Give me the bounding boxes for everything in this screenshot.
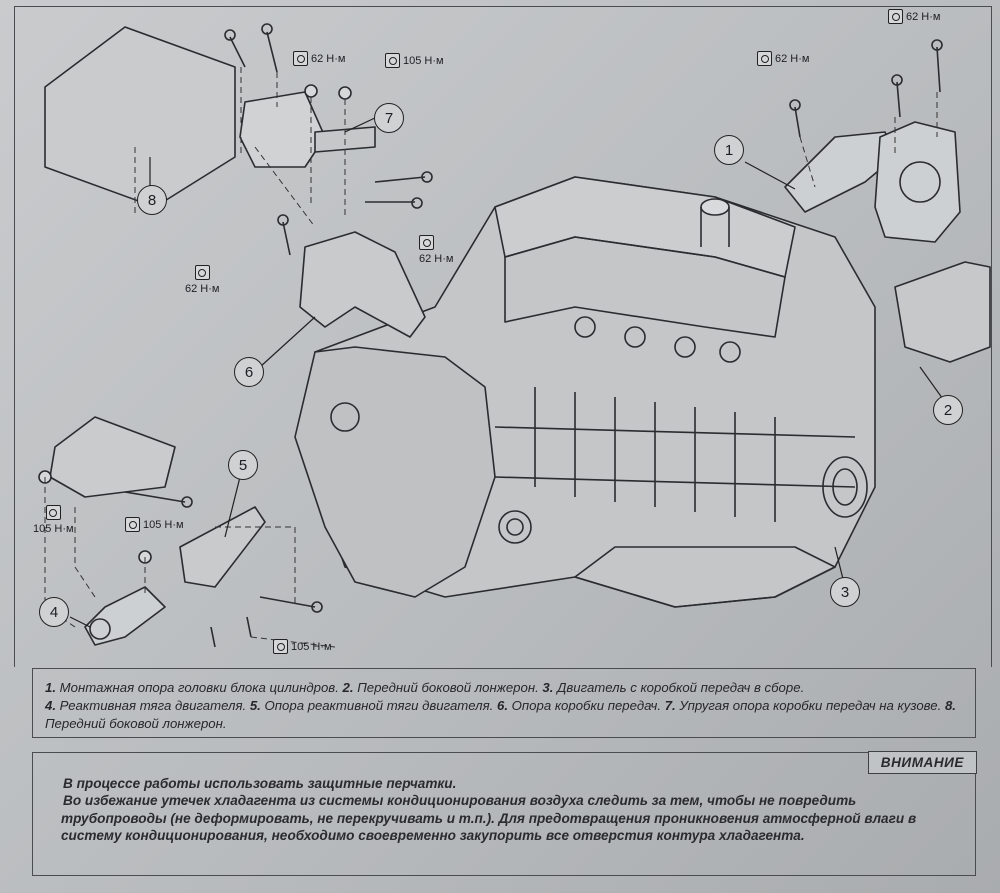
callout-7: 7	[374, 103, 404, 133]
torque-label: 62 Н·м	[888, 9, 940, 24]
torque-label: 105 Н·м	[33, 505, 74, 535]
warning-line: Во избежание утечек хладагента из систем…	[61, 793, 917, 844]
engine-drawing	[38, 23, 991, 648]
caption-text: Двигатель с коробкой передач в сборе.	[553, 680, 805, 695]
callout-1: 1	[714, 135, 744, 165]
caption-num: 8.	[944, 698, 956, 713]
caption-text: Передний боковой лонжерон.	[45, 716, 227, 731]
caption-text: Упругая опора коробки передач на кузове.	[675, 698, 945, 713]
caption-text: Передний боковой лонжерон.	[353, 680, 543, 695]
gearbox	[294, 346, 496, 598]
torque-wrench-icon	[888, 9, 903, 24]
callout-4: 4	[39, 597, 69, 627]
torque-label: 105 Н·м	[273, 639, 332, 654]
caption-num: 6.	[496, 698, 508, 713]
figure-caption: 1. Монтажная опора головки блока цилиндр…	[32, 668, 976, 738]
gearbox-rubber-mount	[239, 91, 326, 168]
caption-text: Опора реактивной тяги двигателя.	[260, 698, 497, 713]
caption-text: Реактивная тяга двигателя.	[56, 698, 250, 713]
torque-wrench-icon	[194, 265, 210, 280]
torque-wrench-icon	[419, 235, 434, 250]
torque-wrench-icon	[125, 517, 140, 532]
torque-wrench-icon	[273, 639, 288, 654]
torque-wrench-icon	[385, 53, 400, 68]
torque-label: 105 Н·м	[385, 53, 444, 68]
caption-num: 3.	[542, 680, 554, 695]
warning-line: В процессе работы использовать защитные …	[63, 776, 457, 791]
caption-text: Монтажная опора головки блока цилиндров.	[56, 680, 343, 695]
warning-title: ВНИМАНИЕ	[867, 751, 977, 775]
front-side-member-left	[44, 26, 236, 208]
callout-5: 5	[228, 450, 258, 480]
torque-wrench-icon	[45, 505, 61, 520]
callout-3: 3	[830, 577, 860, 607]
callout-6: 6	[234, 357, 264, 387]
right-rubber-mount	[874, 121, 961, 243]
caption-num: 5.	[249, 698, 261, 713]
torque-label: 62 Н·м	[185, 265, 219, 295]
callout-8: 8	[137, 185, 167, 215]
torque-rod	[84, 586, 166, 646]
callout-2: 2	[933, 395, 963, 425]
torque-label: 62 Н·м	[757, 51, 809, 66]
torque-rod-support	[179, 506, 266, 588]
torque-label: 105 Н·м	[125, 517, 184, 532]
caption-num: 1.	[45, 680, 56, 695]
torque-label: 62 Н·м	[293, 51, 345, 66]
caption-num: 2.	[342, 680, 354, 695]
caption-num: 7.	[664, 698, 676, 713]
torque-label: 62 Н·м	[419, 235, 453, 265]
gearbox-support	[299, 231, 426, 338]
engine-mount-diagram: 1 2 3 4 5 6 7 8 62 Н·м 105 Н·м 62 Н·м 62…	[14, 6, 992, 667]
front-side-member-right	[894, 261, 991, 363]
caption-text: Опора коробки передач.	[507, 698, 665, 713]
caption-num: 4.	[45, 698, 56, 713]
torque-wrench-icon	[757, 51, 772, 66]
warning-box: ВНИМАНИЕ В процессе работы использовать …	[32, 751, 977, 876]
bolts	[124, 23, 943, 648]
torque-wrench-icon	[293, 51, 308, 66]
